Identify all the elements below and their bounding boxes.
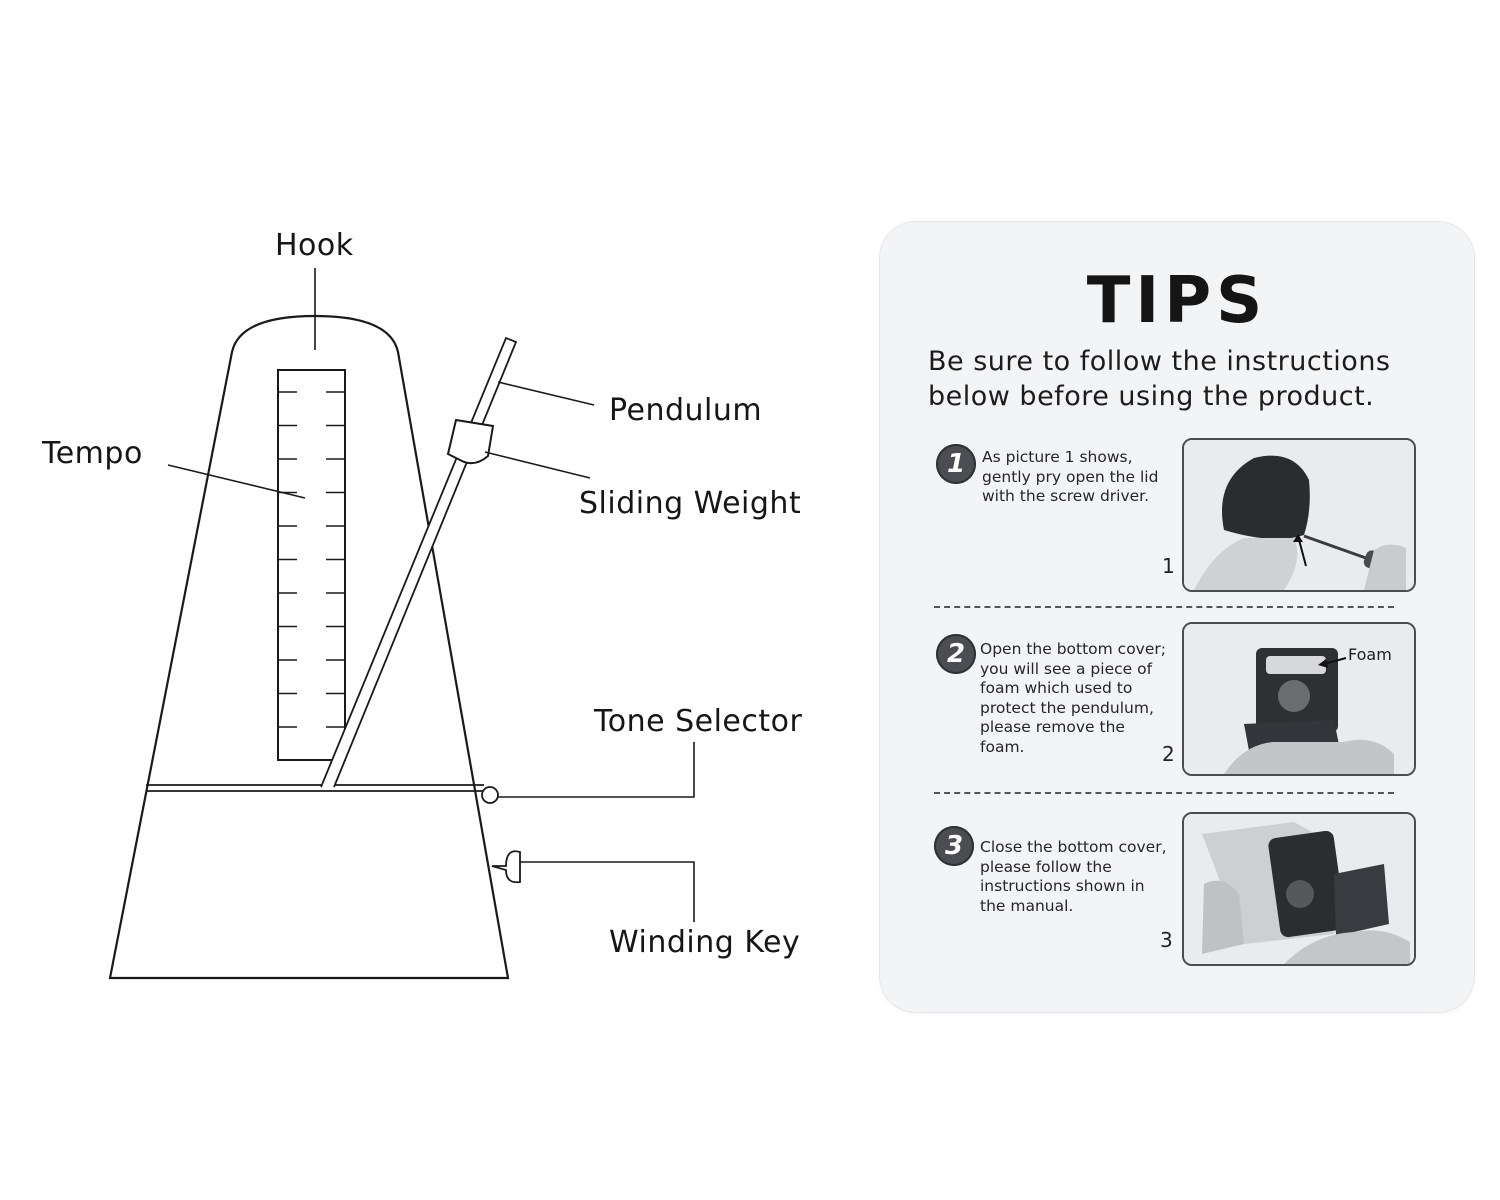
step-3-badge: 3	[934, 826, 974, 866]
tempo-label: Tempo	[42, 436, 143, 471]
step-3-photo	[1182, 812, 1416, 966]
tips-card: TIPS Be sure to follow the instructions …	[880, 222, 1474, 1012]
tone-selector-leader	[498, 742, 695, 798]
step-2-picture-number: 2	[1162, 742, 1175, 766]
tips-title: TIPS	[1086, 264, 1268, 338]
tempo-leader	[167, 464, 306, 499]
pendulum-leader	[497, 381, 595, 406]
step-3-text: Close the bottom cover, please follow th…	[980, 838, 1167, 915]
winding-key-leader	[520, 861, 695, 922]
sliding-weight-label: Sliding Weight	[579, 486, 802, 521]
step-1-text: As picture 1 shows, gently pry open the …	[982, 448, 1159, 505]
pry-lid-illustration	[1184, 440, 1414, 590]
step-2-text: Open the bottom cover; you will see a pi…	[980, 640, 1166, 756]
step-2-badge: 2	[936, 634, 976, 674]
tempo-scale	[277, 369, 346, 761]
winding-key	[491, 850, 521, 884]
step-1-badge: 1	[936, 444, 976, 484]
tips-subtitle: Be sure to follow the instructions below…	[928, 346, 1391, 412]
metronome-body	[108, 314, 510, 980]
step-2-photo	[1182, 622, 1416, 776]
tone-selector-label: Tone Selector	[594, 704, 803, 739]
step-divider-1	[934, 606, 1394, 608]
foam-callout: Foam	[1348, 645, 1392, 664]
step-3-picture-number: 3	[1160, 928, 1173, 952]
sliding-weight	[446, 418, 495, 465]
winding-key-label: Winding Key	[609, 925, 801, 960]
tempo-scale-ticks	[278, 391, 345, 728]
close-cover-illustration	[1184, 814, 1414, 964]
step-1-picture-number: 1	[1162, 554, 1175, 578]
pendulum-rod	[320, 336, 518, 788]
tone-selector-knob	[481, 786, 499, 804]
step-divider-2	[934, 792, 1394, 794]
pendulum-label: Pendulum	[609, 393, 763, 428]
open-cover-illustration	[1184, 624, 1414, 774]
hook-label: Hook	[275, 228, 354, 263]
sliding-weight-leader	[484, 451, 591, 479]
step-1-photo	[1182, 438, 1416, 592]
